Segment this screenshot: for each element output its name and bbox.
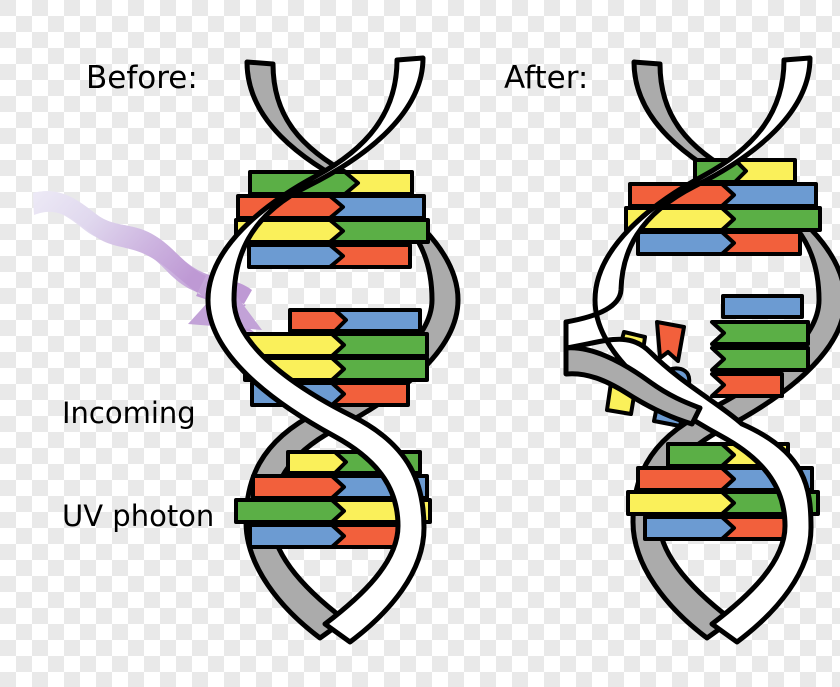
dna-helix-before [205,55,461,645]
unpaired-bases-after-middle [710,294,810,398]
base-green [330,332,429,358]
dna-helix-after [563,55,840,645]
base-blue [720,182,818,208]
base-green [328,218,430,244]
base-orange [636,466,738,492]
base-blue-unpaired [721,294,804,319]
base-yellow [733,158,797,184]
base-green [720,206,822,232]
base-orange [330,523,410,549]
label-incoming-uv-photon: Incoming UV photon [62,328,214,602]
label-after: After: [504,60,589,96]
base-blue [636,230,738,256]
backbone-strand-front-after [563,55,814,645]
base-yellow [626,490,738,516]
backbone-damage-bulge-after [563,345,703,427]
base-orange [720,515,796,541]
base-orange-unpaired [710,372,784,398]
backbone-strand-front-before [205,55,427,645]
base-green-unpaired [710,320,810,346]
base-orange [330,381,410,407]
base-blue [248,523,348,549]
label-photon-line1: Incoming [62,396,196,431]
label-before: Before: [86,60,198,96]
base-green [330,356,429,382]
base-green [234,498,348,524]
base-blue [328,194,426,220]
base-green-unpaired [710,346,810,372]
base-blue [643,515,738,541]
base-orange [720,230,802,256]
label-photon-line2: UV photon [62,499,215,534]
base-pair-group-after-top [624,158,822,256]
base-yellow [343,170,414,196]
base-orange-detached [655,320,686,363]
base-orange [251,474,348,500]
base-orange [236,194,347,220]
base-blue [333,308,422,333]
base-orange [328,243,412,269]
base-blue [247,243,347,269]
